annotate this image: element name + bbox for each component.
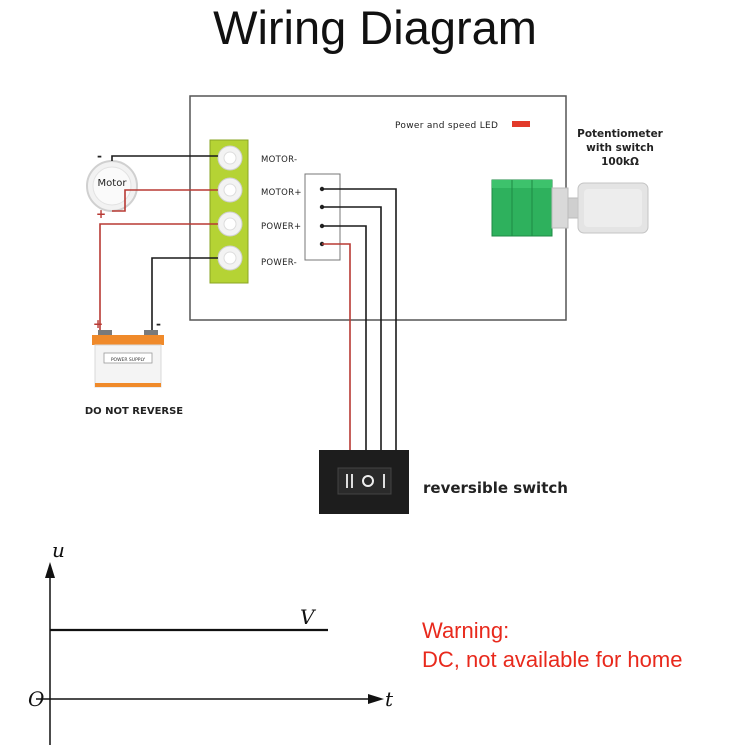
terminal-screw xyxy=(217,145,243,171)
battery-minus-sign: - xyxy=(156,317,161,331)
terminal-label-power-plus: POWER+ xyxy=(261,222,301,232)
x-axis-label: t xyxy=(385,687,394,711)
origin-label: O xyxy=(28,687,44,711)
battery xyxy=(92,330,164,388)
battery-plus-sign: + xyxy=(93,317,103,331)
page-title: Wiring Diagram xyxy=(213,1,537,54)
reversible-switch xyxy=(319,450,409,514)
warning-title: Warning: xyxy=(422,618,509,643)
battery-label: POWER SUPPLY xyxy=(111,357,146,363)
potentiometer xyxy=(491,179,649,237)
warning-text: DC, not available for home xyxy=(422,647,682,672)
switch-wires xyxy=(322,188,397,452)
motor-plus-sign: + xyxy=(96,207,106,221)
potentiometer-sublabel: with switch xyxy=(586,142,654,154)
terminal-label-power-minus: POWER- xyxy=(261,258,297,268)
y-axis-arrow xyxy=(45,562,55,578)
battery-caption: DO NOT REVERSE xyxy=(85,406,183,417)
terminal-screw xyxy=(217,245,243,271)
terminal-screw xyxy=(217,177,243,203)
x-axis-arrow xyxy=(368,694,384,704)
led-indicator xyxy=(512,121,530,127)
main-wires xyxy=(99,155,218,333)
y-axis-label: u xyxy=(52,538,65,562)
voltage-graph xyxy=(36,562,384,745)
motor-label: Motor xyxy=(98,178,128,189)
terminal-block xyxy=(209,139,249,284)
potentiometer-label: Potentiometer xyxy=(577,128,664,140)
motor-minus-sign: - xyxy=(97,149,102,163)
led-label: Power and speed LED xyxy=(395,121,498,131)
terminal-screw xyxy=(217,211,243,237)
switch-label: reversible switch xyxy=(423,479,568,497)
terminal-label-motor-plus: MOTOR+ xyxy=(261,188,302,198)
voltage-line-label: V xyxy=(300,605,317,629)
potentiometer-value: 100kΩ xyxy=(601,156,639,168)
terminal-label-motor-minus: MOTOR- xyxy=(261,155,297,165)
